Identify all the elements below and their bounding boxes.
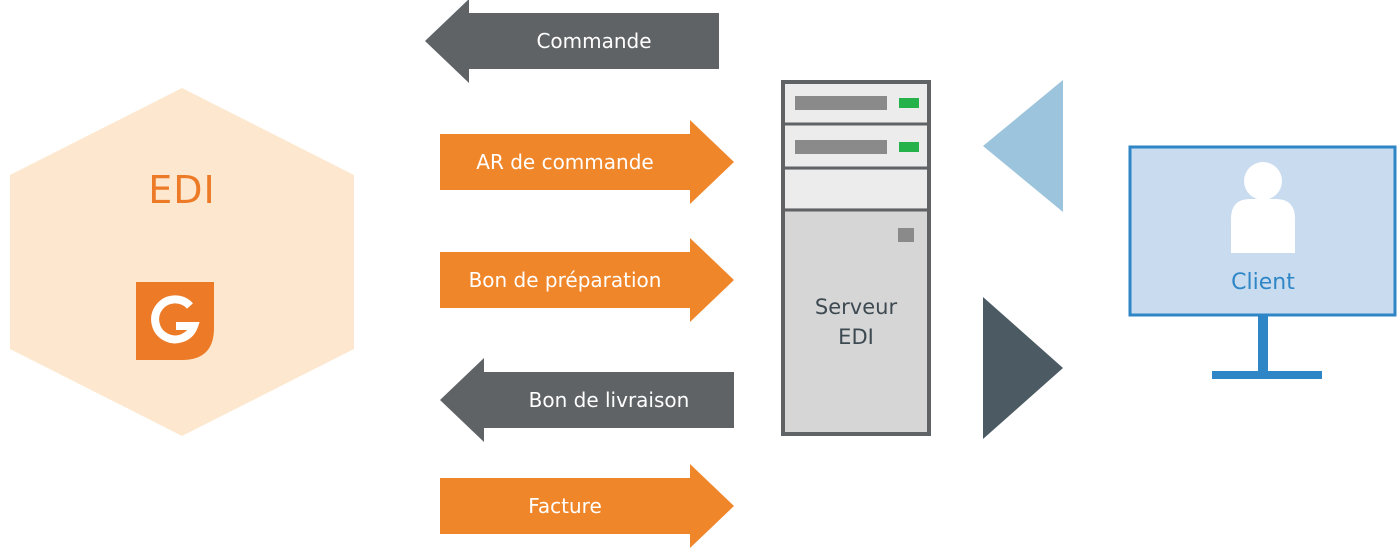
- client-label: Client: [1231, 270, 1295, 295]
- server-label-line1: Serveur: [814, 295, 898, 319]
- monitor-icon: [1128, 145, 1397, 379]
- flow-arrow-ar-de-commande: AR de commande: [440, 120, 734, 204]
- server-label-line2: EDI: [838, 325, 874, 349]
- dark-triangle: [983, 297, 1063, 439]
- light-blue-triangle: [983, 80, 1063, 212]
- flow-arrow-commande: Commande: [425, 0, 719, 83]
- flow-label: Facture: [528, 494, 602, 518]
- flow-arrow-facture: Facture: [440, 464, 734, 548]
- flow-label: Bon de préparation: [468, 268, 662, 292]
- g-logo-icon: [136, 282, 214, 360]
- user-icon: [1231, 162, 1295, 253]
- edi-hexagon: [10, 88, 354, 436]
- server-icon: [781, 80, 931, 436]
- server-label: Serveur EDI: [781, 292, 931, 352]
- flow-label: Commande: [536, 29, 652, 53]
- flow-label: Bon de livraison: [528, 388, 690, 412]
- edi-title: EDI: [148, 168, 216, 212]
- flow-arrow-bon-de-livraison: Bon de livraison: [440, 358, 734, 442]
- flow-label: AR de commande: [476, 150, 654, 174]
- flow-arrow-bon-de-preparation: Bon de préparation: [440, 238, 734, 322]
